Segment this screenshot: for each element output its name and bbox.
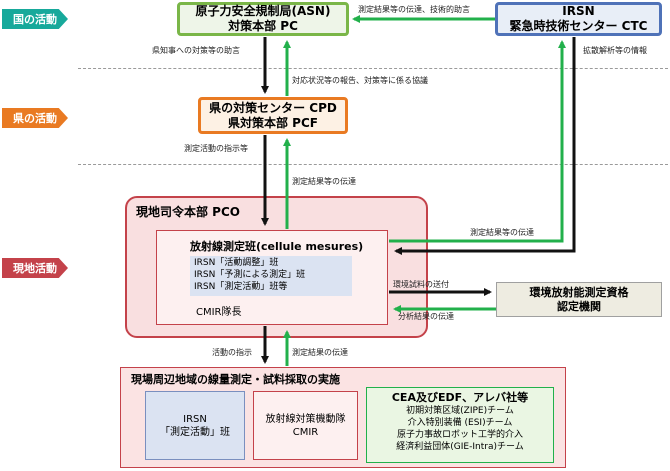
label-activity-instr: 活動の指示 [212,348,252,357]
prefecture-activity-tag: 県の活動 [2,108,68,128]
label-response-report: 対応状況等の報告、対策等に係る協議 [292,76,428,85]
bottom-irsn-line1: IRSN [183,413,207,425]
label-result-up: 測定結果等の伝達 [292,177,356,186]
bottom-cea-box: CEA及びEDF、アレバ社等 初期対策区域(ZIPE)チーム 介入特別装備 (E… [366,387,554,463]
cpd-line2: 県対策本部 PCF [228,115,318,130]
lab-box: 環境放射能測定資格 認定機関 [496,282,662,317]
label-result-to-irsn: 測定結果等の伝達 [470,228,534,237]
bottom-section-title: 現場周辺地域の線量測定・試料採取の実施 [131,373,340,386]
separator-national-prefecture [78,68,668,69]
cpd-line1: 県の対策センター CPD [209,100,337,115]
separator-prefecture-field [78,164,668,165]
label-asn-irsn: 測定結果等の伝達、技術的助言 [358,5,470,14]
cea-item-gie: 経済利益団体(GIE-Intra)チーム [396,442,524,452]
label-sample-send: 環境試料の送付 [393,280,449,289]
field-activity-tag: 現地活動 [2,258,68,278]
arrow-ctc-to-pco [394,37,576,255]
label-governor-advice: 県知事への対策等の助言 [152,46,240,55]
bottom-cea-title: CEA及びEDF、アレバ社等 [391,391,529,404]
irsn-team-measurement: IRSN「測定活動」班等 [194,282,288,292]
irsn-team-predictive: IRSN「予測による測定」班 [194,270,306,280]
label-measure-instr: 測定活動の指示等 [184,144,248,153]
label-diffusion: 拡散解析等の情報 [583,46,647,55]
cmir-chief-label: CMIR隊長 [196,307,242,318]
arrow-pco-to-ctc [389,40,566,243]
label-measure-result: 測定結果の伝達 [292,348,348,357]
lab-line1: 環境放射能測定資格 [529,285,629,299]
asn-box: 原子力安全規制局(ASN) 対策本部 PC [177,2,349,36]
cea-item-esi: 介入特別装備 (ESI)チーム [407,418,513,428]
irsn-ctc-line2: 緊急時技術センター CTC [509,19,648,33]
asn-line1: 原子力安全規制局(ASN) [195,4,331,18]
bottom-cmir-line2: CMIR [292,426,319,438]
irsn-ctc-box: IRSN 緊急時技術センター CTC [495,2,662,36]
pco-title: 現地司令本部 PCO [136,205,240,219]
irsn-teams-box: IRSN「活動調整」班 IRSN「予測による測定」班 IRSN「測定活動」班等 [190,256,352,296]
national-activity-tag: 国の活動 [2,9,68,29]
bottom-cmir-line1: 放射線対策機動隊 [265,413,346,425]
lab-line2: 認定機関 [557,299,601,313]
cpd-box: 県の対策センター CPD 県対策本部 PCF [198,97,348,134]
bottom-irsn-line2: 「測定活動」班 [160,426,230,438]
irsn-ctc-line1: IRSN [562,4,595,18]
cellule-title: 放射線測定班(cellule mesures) [190,240,364,253]
bottom-cmir-box: 放射線対策機動隊 CMIR [253,391,358,460]
label-analysis-result: 分析結果の伝達 [398,312,454,321]
cea-item-zipe: 初期対策区域(ZIPE)チーム [406,406,514,416]
cea-item-robotics: 原子力事故ロボット工学的介入 [396,430,523,440]
bottom-irsn-box: IRSN 「測定活動」班 [145,391,245,460]
asn-line2: 対策本部 PC [228,19,298,33]
irsn-team-coordination: IRSN「活動調整」班 [194,258,279,268]
